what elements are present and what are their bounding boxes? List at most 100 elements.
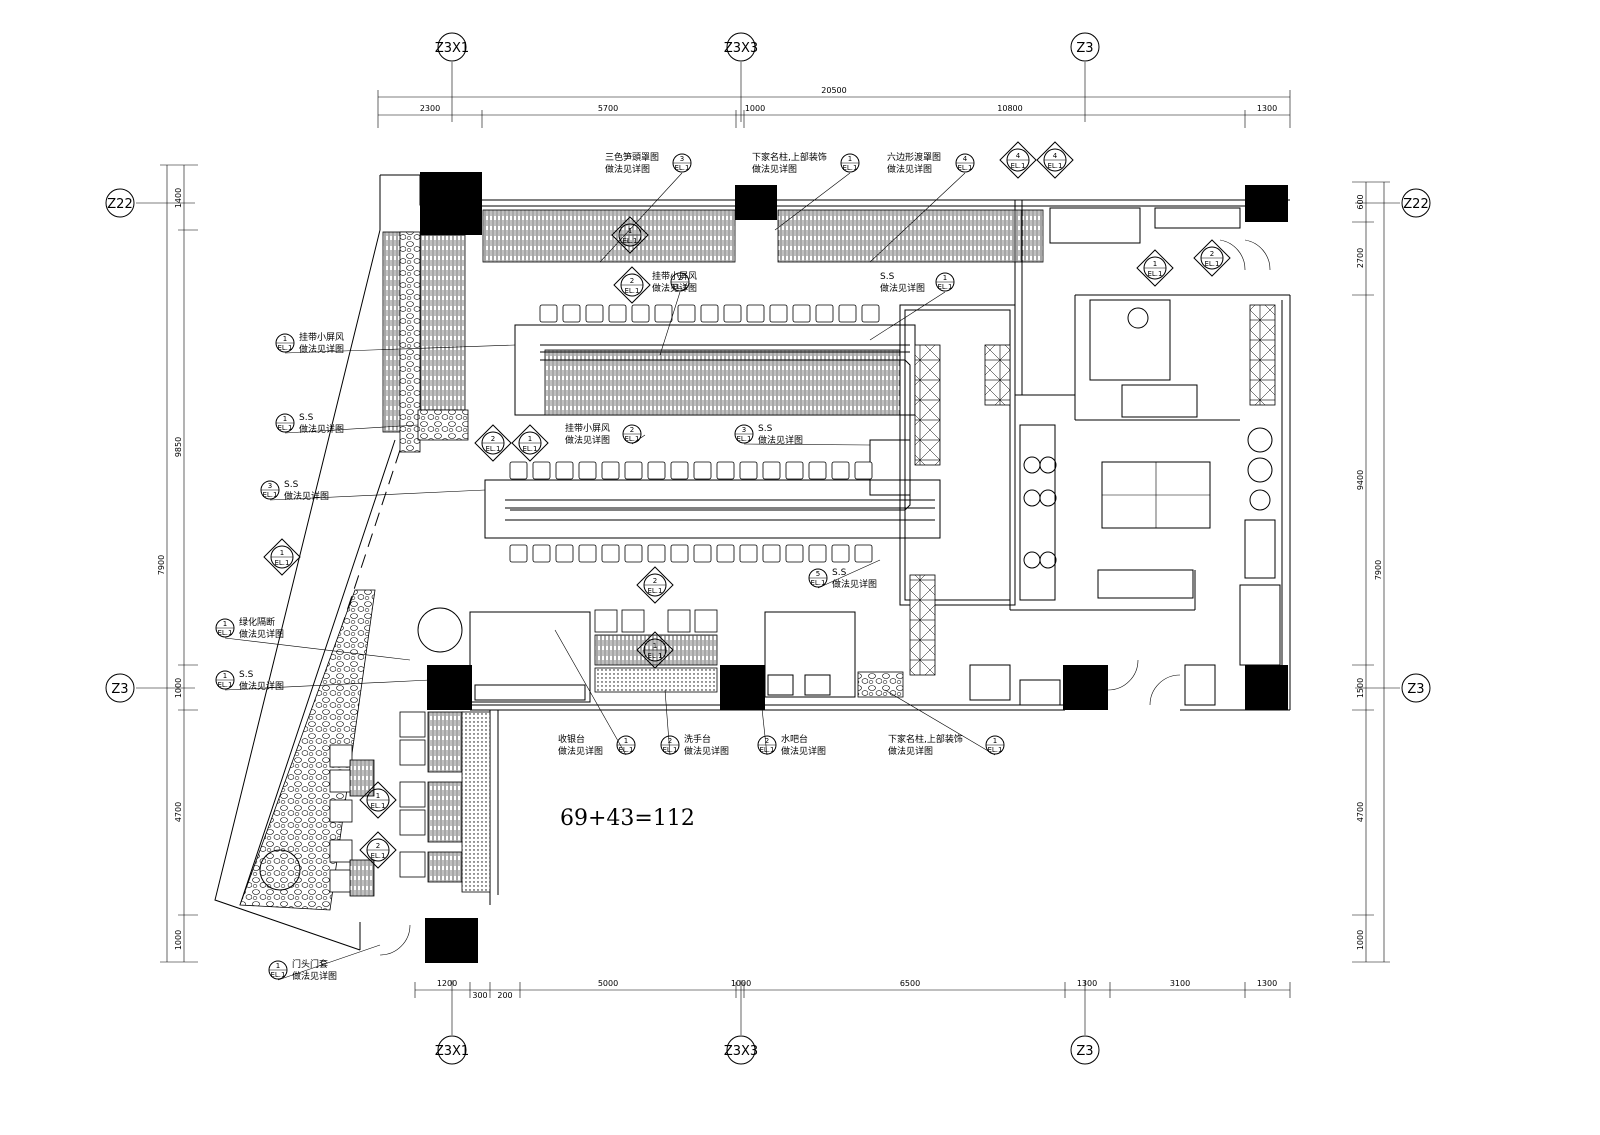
svg-text:S.S: S.S xyxy=(758,424,773,434)
bar-stool xyxy=(693,461,712,480)
svg-text:Z3X1: Z3X1 xyxy=(435,1044,469,1059)
seat-count-equation: 69+43=112 xyxy=(560,806,695,831)
svg-text:1300: 1300 xyxy=(1257,979,1277,988)
svg-text:Z3: Z3 xyxy=(1407,682,1424,697)
svg-text:Z22: Z22 xyxy=(1403,197,1428,212)
svg-text:EL.1: EL.1 xyxy=(217,629,232,637)
bar-stool xyxy=(716,544,735,563)
svg-text:EL.1: EL.1 xyxy=(370,802,385,810)
bar-stool xyxy=(532,461,551,480)
svg-text:7900: 7900 xyxy=(157,555,166,575)
svg-text:1000: 1000 xyxy=(174,678,183,698)
column xyxy=(1245,185,1288,222)
svg-text:EL.1: EL.1 xyxy=(274,559,289,567)
svg-text:4: 4 xyxy=(1016,152,1021,160)
section-markers: 1EL.12EL.14EL.14EL.11EL.12EL.12EL.11EL.1… xyxy=(263,141,1231,869)
section-marker: 1EL.1 xyxy=(636,631,674,669)
bar-stool xyxy=(670,544,689,563)
svg-text:2: 2 xyxy=(376,842,380,850)
column xyxy=(720,665,765,710)
svg-text:EL.1: EL.1 xyxy=(270,971,285,979)
bar-stool xyxy=(861,304,880,323)
sushi-counter-upper xyxy=(514,324,916,416)
svg-text:5700: 5700 xyxy=(598,104,618,113)
svg-text:1: 1 xyxy=(1153,260,1157,268)
top-wall-panels xyxy=(382,209,1044,433)
svg-text:1: 1 xyxy=(276,962,280,970)
svg-text:EL.1: EL.1 xyxy=(262,491,277,499)
svg-text:Z3: Z3 xyxy=(1076,41,1093,56)
svg-text:EL.1: EL.1 xyxy=(842,164,857,172)
svg-text:Z3X3: Z3X3 xyxy=(724,1044,758,1059)
svg-text:EL.1: EL.1 xyxy=(277,344,292,352)
svg-text:5: 5 xyxy=(816,570,820,578)
svg-text:做法见详图: 做法见详图 xyxy=(781,745,826,757)
svg-text:S.S: S.S xyxy=(239,670,254,680)
svg-text:EL.1: EL.1 xyxy=(622,237,637,245)
svg-text:2700: 2700 xyxy=(1356,248,1365,268)
svg-text:EL.1: EL.1 xyxy=(736,435,751,443)
svg-text:1: 1 xyxy=(223,620,227,628)
svg-text:做法见详图: 做法见详图 xyxy=(239,680,284,692)
section-marker: 4EL.1 xyxy=(999,141,1037,179)
svg-text:洗手台: 洗手台 xyxy=(684,733,711,745)
svg-text:Z3: Z3 xyxy=(1076,1044,1093,1059)
svg-text:4: 4 xyxy=(1053,152,1058,160)
svg-text:3: 3 xyxy=(742,426,746,434)
bar-stool xyxy=(854,544,873,563)
top-dimension-line: 20500 2300 5700 1000 10800 1300 xyxy=(377,86,1291,128)
bar-stool xyxy=(808,461,827,480)
svg-text:做法见详图: 做法见详图 xyxy=(299,423,344,435)
svg-text:做法见详图: 做法见详图 xyxy=(605,163,650,175)
section-marker: 1EL.1 xyxy=(511,424,549,462)
kitchen-equipment xyxy=(379,207,1281,956)
section-marker: 2EL.1 xyxy=(1193,239,1231,277)
svg-text:做法见详图: 做法见详图 xyxy=(888,745,933,757)
svg-text:EL.1: EL.1 xyxy=(370,852,385,860)
svg-text:下家名柱,上部装饰: 下家名柱,上部装饰 xyxy=(888,733,963,745)
svg-text:挂带小屏风: 挂带小屏风 xyxy=(652,270,697,282)
section-marker: 4EL.1 xyxy=(1036,141,1074,179)
bar-stool xyxy=(785,461,804,480)
svg-text:4700: 4700 xyxy=(1356,802,1365,822)
bar-stool xyxy=(509,461,528,480)
grid-bubble-bottom-2: Z3X3 xyxy=(724,1035,758,1065)
bar-stool xyxy=(700,304,719,323)
svg-text:2: 2 xyxy=(668,737,672,745)
svg-text:10800: 10800 xyxy=(997,104,1022,113)
svg-text:EL.1: EL.1 xyxy=(624,435,639,443)
svg-text:EL.1: EL.1 xyxy=(624,287,639,295)
svg-text:EL.1: EL.1 xyxy=(1204,260,1219,268)
svg-text:EL.1: EL.1 xyxy=(987,746,1002,754)
section-marker: 2EL.1 xyxy=(613,266,651,304)
bottom-dimension-line: 1200 300 200 5000 1000 6500 1300 3100 13… xyxy=(414,979,1291,1000)
bar-stool xyxy=(838,304,857,323)
section-marker: 1EL.1 xyxy=(611,216,649,254)
svg-text:1000: 1000 xyxy=(1356,930,1365,950)
svg-text:做法见详图: 做法见详图 xyxy=(284,490,329,502)
svg-text:1000: 1000 xyxy=(174,930,183,950)
svg-text:7900: 7900 xyxy=(1374,560,1383,580)
bar-stool xyxy=(723,304,742,323)
right-dimension-line: 600 2700 9400 1500 4700 1000 7900 xyxy=(1352,181,1390,963)
svg-text:做法见详图: 做法见详图 xyxy=(752,163,797,175)
svg-text:9850: 9850 xyxy=(174,437,183,457)
svg-text:EL.1: EL.1 xyxy=(485,445,500,453)
bar-stool xyxy=(578,461,597,480)
svg-text:S.S: S.S xyxy=(284,480,299,490)
stone-wall-strip xyxy=(399,231,421,453)
section-marker: 2EL.1 xyxy=(359,831,397,869)
svg-text:1000: 1000 xyxy=(731,979,751,988)
bar-stools xyxy=(509,304,880,563)
bar-stool xyxy=(854,461,873,480)
structural-columns xyxy=(420,172,1288,963)
grid-bubble-right-1: Z22 xyxy=(1401,188,1431,218)
section-marker: 2EL.1 xyxy=(636,566,674,604)
grid-bubble-left-2: Z3 xyxy=(105,673,135,703)
column xyxy=(420,172,482,235)
